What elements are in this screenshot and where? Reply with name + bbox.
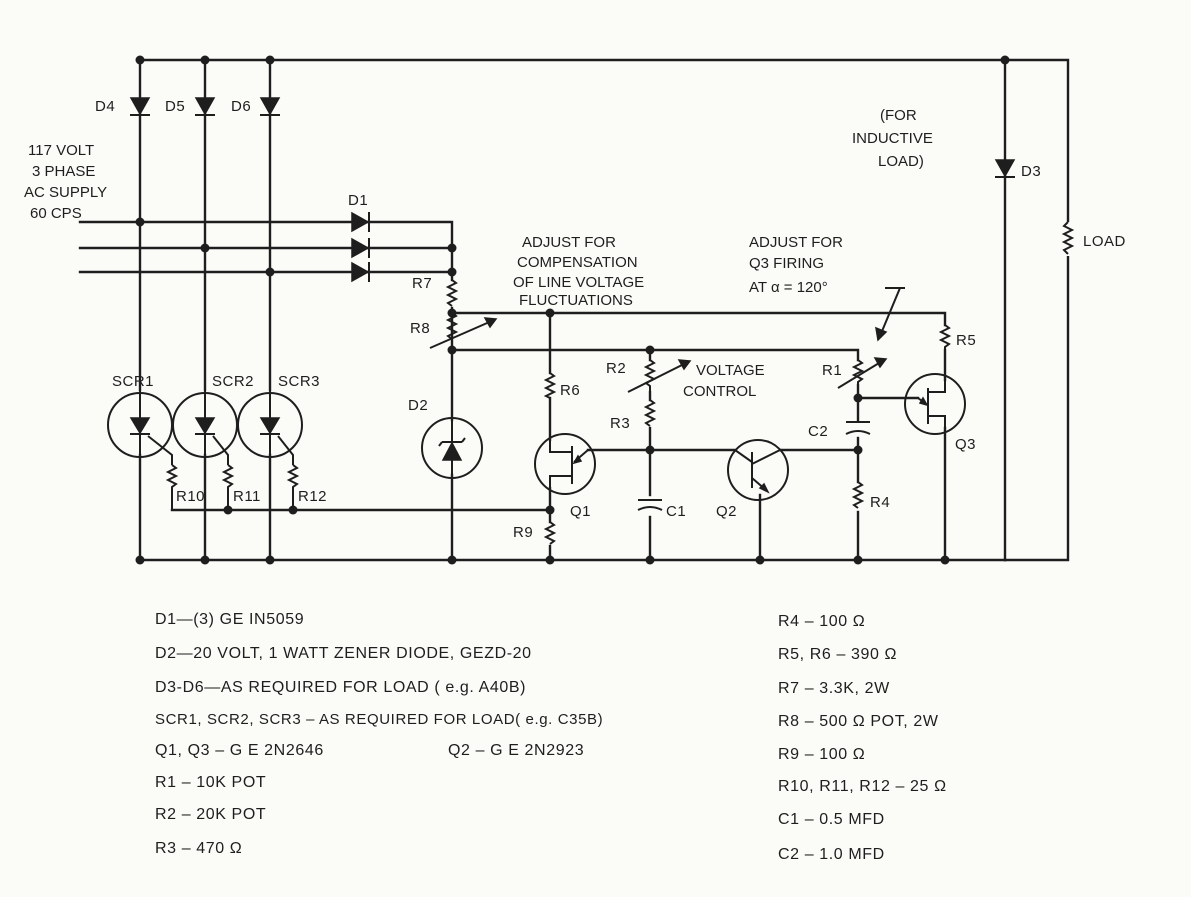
label-r6: R6 (560, 382, 580, 399)
part-c2: C2 – 1.0 MFD (778, 846, 885, 863)
label-r4: R4 (870, 494, 890, 511)
diode-d5 (194, 97, 216, 116)
pot-r8 (429, 312, 498, 350)
label-scr3: SCR3 (278, 373, 320, 390)
voltage-control-1: VOLTAGE (696, 362, 765, 379)
transistor-q2 (727, 439, 789, 501)
label-r10: R10 (176, 488, 205, 505)
label-r11: R11 (233, 488, 261, 505)
supply-line-2: 3 PHASE (32, 163, 95, 180)
supply-line-3: AC SUPPLY (24, 184, 107, 201)
part-q2: Q2 – G E 2N2923 (448, 742, 585, 759)
label-d4: D4 (95, 98, 115, 115)
q3-firing-arrow (879, 287, 901, 337)
q3-firing-3: AT α = 120° (749, 279, 828, 296)
line-comp-4: FLUCTUATIONS (519, 292, 633, 309)
pot-r2 (627, 359, 692, 393)
part-d3-d6: D3-D6—AS REQUIRED FOR LOAD ( e.g. A40B) (155, 679, 527, 696)
q3-firing-arrowhead (875, 326, 888, 342)
diode-d3 (994, 159, 1016, 178)
label-d5: D5 (165, 98, 185, 115)
labels: D4 D5 D6 117 VOLT 3 PHASE AC SUPPLY 60 C… (24, 98, 1126, 541)
resistor-r12 (286, 464, 300, 510)
line-comp-1: ADJUST FOR (522, 234, 616, 251)
pot-r1 (837, 357, 888, 389)
label-r7: R7 (412, 275, 432, 292)
transistor-q1 (534, 433, 596, 495)
part-r5-r6: R5, R6 – 390 Ω (778, 646, 898, 663)
label-r1: R1 (822, 362, 842, 379)
resistor-r10 (165, 464, 179, 510)
capacitor-c1 (637, 499, 663, 511)
scr2 (172, 390, 238, 465)
part-r9: R9 – 100 Ω (778, 746, 866, 763)
label-r2: R2 (606, 360, 626, 377)
part-r3: R3 – 470 Ω (155, 840, 243, 857)
label-q1: Q1 (570, 503, 591, 520)
inductive-2: INDUCTIVE (852, 130, 933, 147)
capacitor-c2 (845, 421, 871, 435)
inductive-3: LOAD) (878, 153, 924, 170)
label-scr1: SCR1 (112, 373, 154, 390)
load-resistor (1060, 221, 1076, 256)
supply-line-1: 117 VOLT (28, 142, 94, 159)
label-r12: R12 (298, 488, 327, 505)
resistor-r7 (445, 279, 459, 307)
label-c1: C1 (666, 503, 686, 520)
label-d2: D2 (408, 397, 428, 414)
part-q1-q3: Q1, Q3 – G E 2N2646 (155, 742, 324, 759)
resistor-r6 (543, 372, 557, 399)
scr1 (107, 390, 173, 465)
voltage-control-2: CONTROL (683, 383, 756, 400)
part-r7: R7 – 3.3K, 2W (778, 680, 890, 697)
part-r8: R8 – 500 Ω POT, 2W (778, 713, 939, 730)
diode-d1 (351, 211, 370, 283)
resistor-r4 (851, 481, 865, 509)
label-d6: D6 (231, 98, 251, 115)
label-c2: C2 (808, 423, 828, 440)
part-c1: C1 – 0.5 MFD (778, 811, 885, 828)
label-q2: Q2 (716, 503, 737, 520)
inductive-1: (FOR (880, 107, 917, 124)
q3-firing-2: Q3 FIRING (749, 255, 824, 272)
label-d3: D3 (1021, 163, 1041, 180)
diode-d4 (129, 97, 151, 116)
part-r4: R4 – 100 Ω (778, 613, 866, 630)
line-comp-2: COMPENSATION (517, 254, 638, 271)
part-d1: D1—(3) GE IN5059 (155, 611, 305, 628)
scr3 (237, 390, 303, 465)
resistor-r5 (938, 324, 952, 350)
label-q3: Q3 (955, 436, 976, 453)
label-r9: R9 (513, 524, 533, 541)
part-scr: SCR1, SCR2, SCR3 – AS REQUIRED FOR LOAD(… (155, 711, 604, 728)
resistor-r3 (643, 399, 657, 427)
zener-d2 (421, 417, 483, 479)
resistor-r9 (543, 521, 557, 545)
supply-line-4: 60 CPS (30, 205, 82, 222)
label-scr2: SCR2 (212, 373, 254, 390)
line-comp-3: OF LINE VOLTAGE (513, 274, 644, 291)
diode-d6 (259, 97, 281, 116)
label-r3: R3 (610, 415, 630, 432)
part-r1: R1 – 10K POT (155, 774, 267, 791)
part-d2: D2—20 VOLT, 1 WATT ZENER DIODE, GEZD-20 (155, 645, 532, 662)
resistor-r11 (221, 464, 235, 510)
label-r8: R8 (410, 320, 430, 337)
junction-dots (135, 55, 1010, 565)
part-r10-r12: R10, R11, R12 – 25 Ω (778, 778, 947, 795)
label-load: LOAD (1083, 233, 1126, 250)
label-d1: D1 (348, 192, 368, 209)
q3-firing-1: ADJUST FOR (749, 234, 843, 251)
label-r5: R5 (956, 332, 976, 349)
part-r2: R2 – 20K POT (155, 806, 267, 823)
transistor-q3 (904, 373, 966, 435)
